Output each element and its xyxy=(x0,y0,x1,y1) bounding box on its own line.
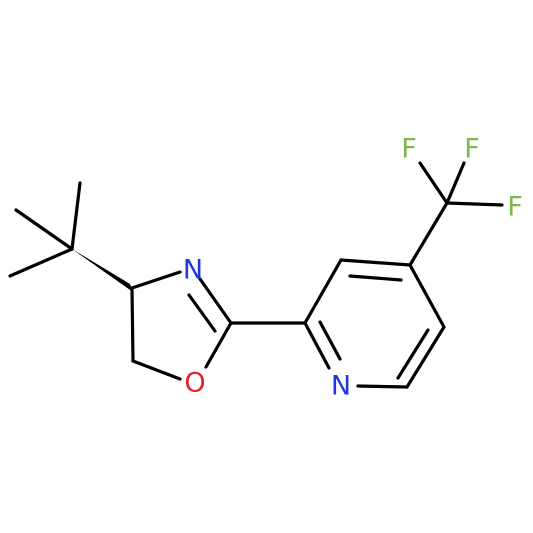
bond-tbu-methyl-2 xyxy=(14,208,74,251)
atom-label-f2: F xyxy=(464,134,480,165)
bond-c2-c3 xyxy=(303,258,343,325)
bond-n1-c2 xyxy=(303,321,331,370)
atom-label-f1: F xyxy=(401,134,417,165)
bond-o1-c5 xyxy=(131,359,182,381)
atom-label-n-oxazoline: N xyxy=(183,255,203,286)
tert-butyl-group xyxy=(8,181,82,278)
bond-cf3-f1 xyxy=(418,161,449,205)
bond-c4-cf3 xyxy=(408,201,449,267)
atom-label-n-pyridine: N xyxy=(331,371,351,402)
bond-tbu-methyl-3 xyxy=(8,247,74,278)
bond-n1-c2-double xyxy=(318,320,342,361)
atom-label-o-oxazoline: O xyxy=(184,368,205,399)
bond-tbu-methyl-1 xyxy=(70,181,82,251)
bond-c4-c5 xyxy=(408,263,446,329)
bond-cf3-f2 xyxy=(445,161,466,205)
bond-c3-c4-double xyxy=(348,274,403,282)
bond-c3-c4 xyxy=(339,258,412,267)
bond-c5-c4 xyxy=(130,286,135,363)
bond-c6-n1 xyxy=(356,384,409,389)
bond-c5-c6-double xyxy=(396,328,430,380)
bond-n3-c2-double xyxy=(187,293,217,333)
bond-c5-c6 xyxy=(405,325,446,389)
bond-cf3-f3 xyxy=(445,201,504,207)
bond-n3-c2 xyxy=(198,277,233,325)
trifluoromethyl-group xyxy=(408,161,504,267)
bond-c2-o1 xyxy=(204,321,233,369)
oxazoline-ring xyxy=(130,270,233,381)
bond-c4-n3 xyxy=(130,270,182,290)
pyridine-ring xyxy=(303,258,446,389)
atom-label-f3: F xyxy=(507,192,523,223)
wedge-bond-stereocenter xyxy=(72,249,133,292)
